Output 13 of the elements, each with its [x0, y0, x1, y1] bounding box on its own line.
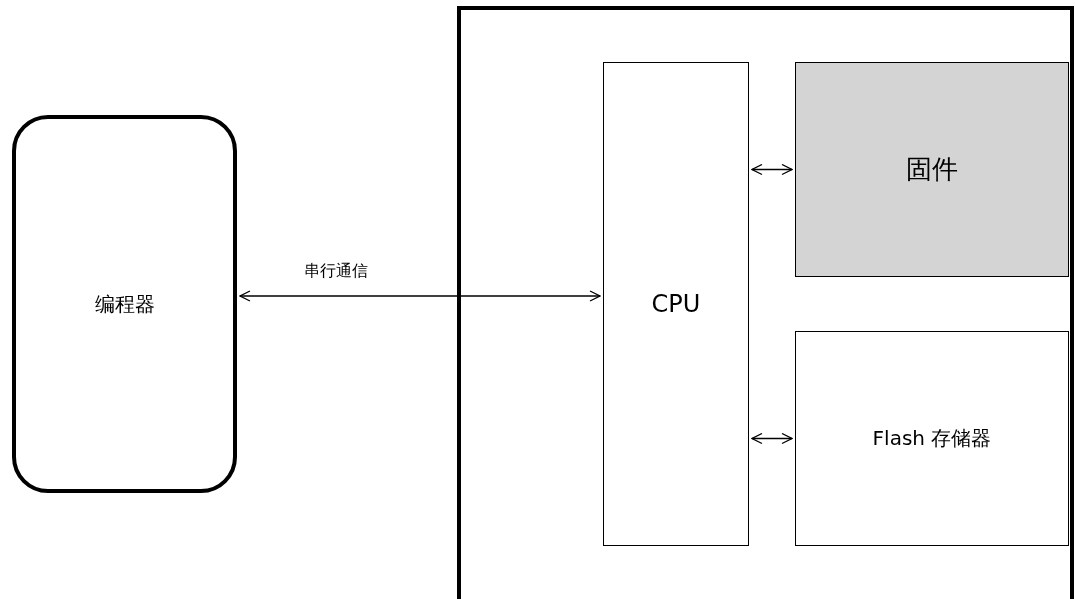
cpu-box: [603, 62, 749, 546]
edge-label: 串行通信: [302, 261, 370, 282]
flash-memory-box: [795, 331, 1069, 546]
double-arrow: [751, 432, 793, 445]
node-label: 编程器: [94, 290, 155, 318]
firmware-box: [795, 62, 1069, 277]
node-label: 固件: [906, 153, 958, 186]
double-arrow: [751, 163, 793, 176]
programmer-box: [12, 115, 237, 493]
chip-box: [457, 6, 1074, 599]
double-arrow: [239, 290, 601, 302]
node-label: CPU: [651, 290, 701, 318]
node-label: Flash 存储器: [872, 425, 992, 452]
